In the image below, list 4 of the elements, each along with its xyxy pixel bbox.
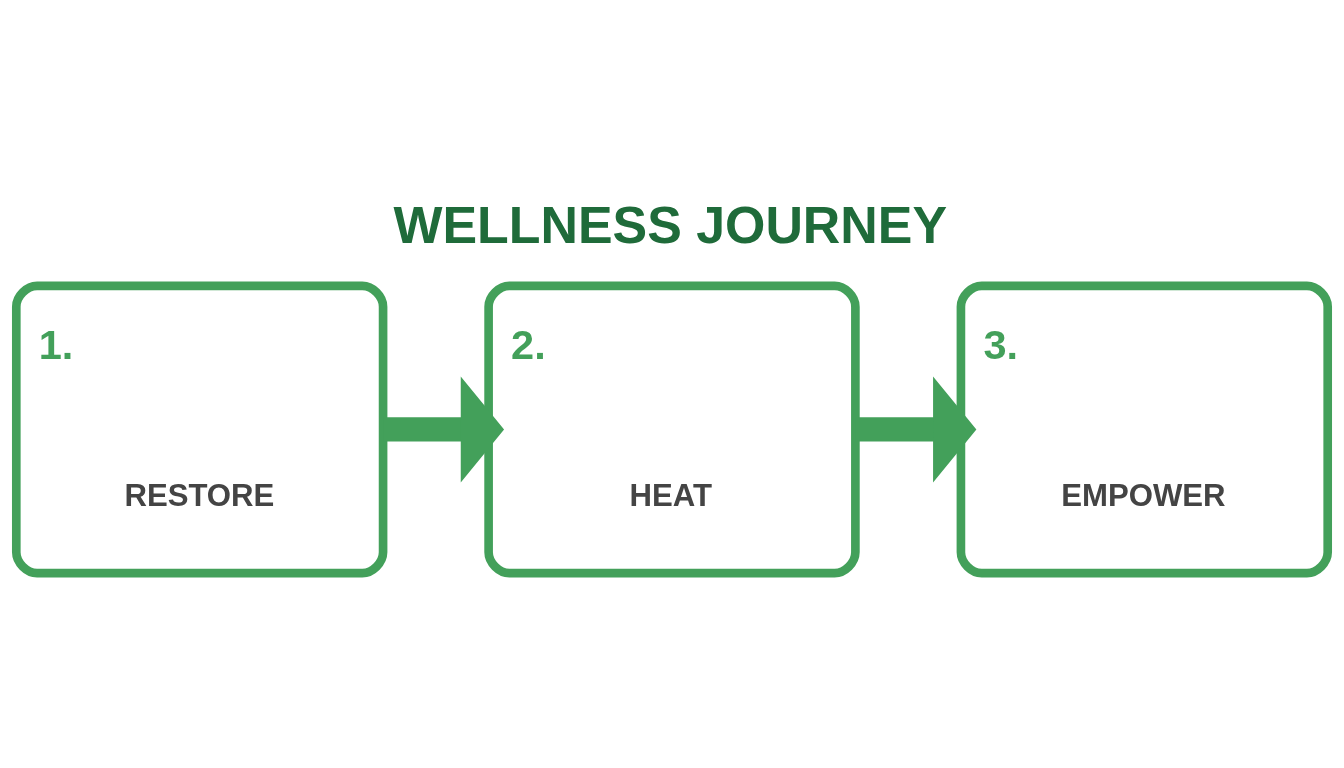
diagram-title: WELLNESS JOURNEY [393,195,948,254]
node-box: 2. HEAT [484,281,860,577]
node-box: 3. EMPOWER [956,281,1333,577]
node-box: 1. RESTORE [11,281,388,577]
